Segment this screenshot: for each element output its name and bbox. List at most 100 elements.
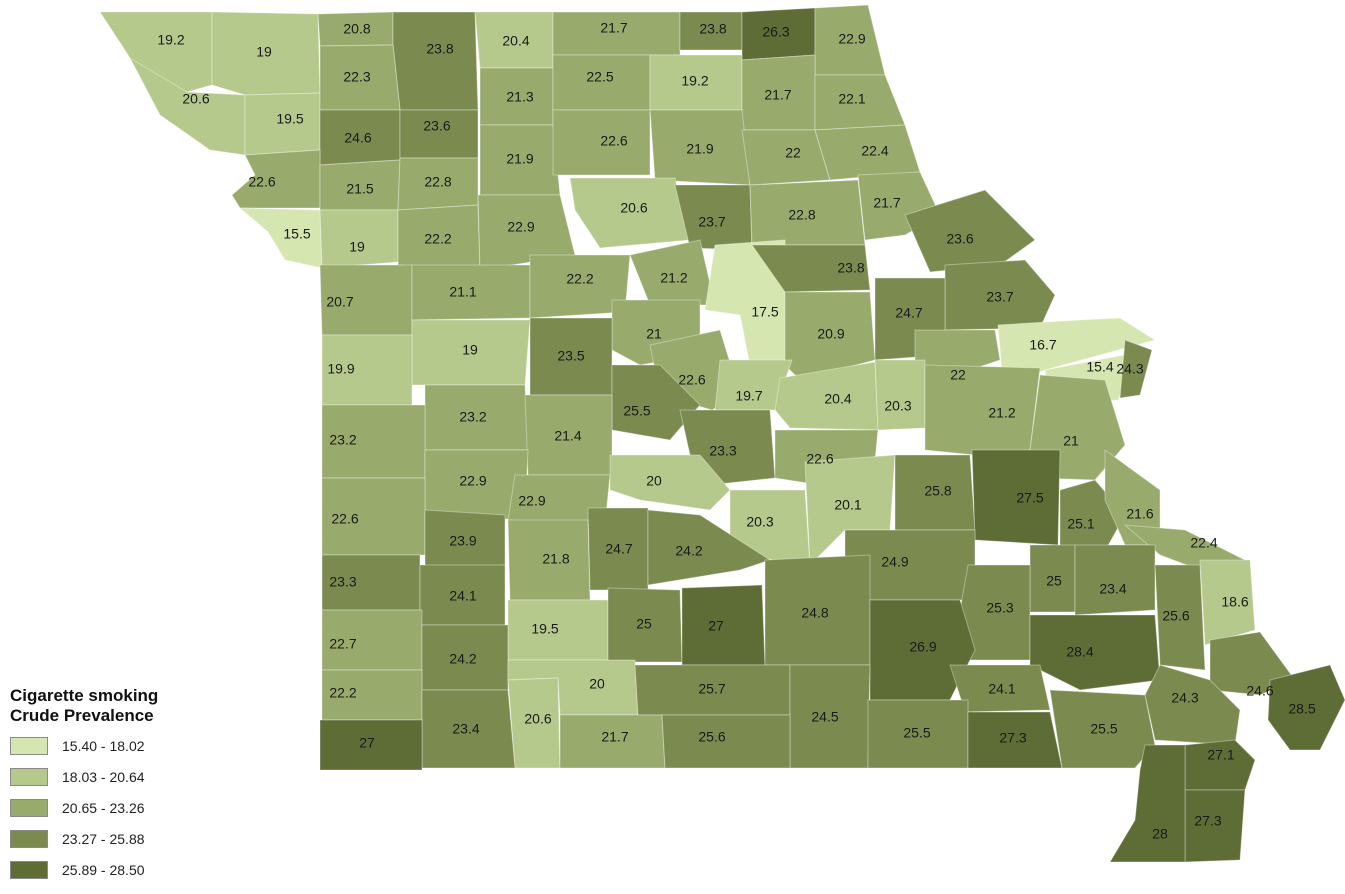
county-value-label: 22.4 — [861, 143, 888, 159]
county-value-label: 22.9 — [838, 31, 865, 47]
county-value-label: 20.4 — [502, 33, 529, 49]
county-shape — [231, 149, 321, 209]
county-value-label: 22.8 — [788, 207, 815, 223]
county-value-label: 25.7 — [698, 681, 725, 697]
county-polygons — [99, 4, 1345, 863]
county-value-label: 22.9 — [507, 219, 534, 235]
legend-title: Cigarette smoking Crude Prevalence — [10, 686, 230, 726]
legend-label-2: 18.03 - 20.64 — [62, 769, 145, 785]
county-value-label: 20.8 — [343, 21, 370, 37]
county-value-label: 22.2 — [329, 685, 356, 701]
county-value-label: 24.6 — [1246, 683, 1273, 699]
legend-title-line1: Cigarette smoking — [10, 686, 159, 705]
county-value-label: 22.6 — [331, 511, 358, 527]
county-value-label: 24.8 — [801, 605, 828, 621]
county-value-label: 22.1 — [838, 91, 865, 107]
county-value-label: 26.9 — [909, 639, 936, 655]
county-value-label: 28 — [1152, 826, 1168, 842]
county-value-label: 22.3 — [343, 69, 370, 85]
legend-title-line2: Crude Prevalence — [10, 706, 154, 725]
county-value-label: 16.7 — [1029, 337, 1056, 353]
county-value-label: 20.6 — [182, 91, 209, 107]
county-value-label: 22 — [950, 367, 966, 383]
county-value-label: 19.7 — [735, 388, 762, 404]
county-value-label: 23.7 — [986, 289, 1013, 305]
county-value-label: 22.6 — [248, 174, 275, 190]
county-value-label: 22.6 — [600, 133, 627, 149]
county-value-label: 25.5 — [1090, 721, 1117, 737]
county-shape — [959, 564, 1031, 661]
county-shape — [1267, 664, 1345, 751]
legend-class-3: 20.65 - 23.26 — [10, 798, 230, 818]
county-value-label: 21.2 — [660, 270, 687, 286]
county-shape — [392, 11, 479, 111]
county-shape — [904, 189, 1036, 273]
county-shape — [1199, 559, 1256, 646]
county-value-label: 21.7 — [873, 195, 900, 211]
county-value-label: 24.2 — [675, 543, 702, 559]
county-value-label: 23.5 — [557, 348, 584, 364]
county-value-label: 27.3 — [1194, 813, 1221, 829]
county-value-label: 22.6 — [806, 451, 833, 467]
county-value-label: 19.9 — [327, 361, 354, 377]
county-value-label: 20.6 — [524, 711, 551, 727]
county-value-label: 22 — [785, 145, 801, 161]
county-value-label: 22.9 — [518, 493, 545, 509]
county-value-label: 15.4 — [1086, 359, 1113, 375]
legend-swatch-3 — [10, 799, 48, 817]
county-value-label: 21.6 — [1126, 506, 1153, 522]
county-shape — [552, 109, 651, 176]
county-value-label: 27.5 — [1016, 490, 1043, 506]
legend-swatch-1 — [10, 737, 48, 755]
county-value-label: 22.5 — [586, 69, 613, 85]
county-shape — [647, 509, 772, 586]
county-value-label: 24.7 — [605, 541, 632, 557]
county-value-label: 23.4 — [452, 721, 479, 737]
county-value-label: 19.2 — [681, 73, 708, 89]
county-value-label: 21 — [646, 326, 662, 342]
county-value-label: 21.2 — [988, 405, 1015, 421]
county-shape — [751, 244, 871, 293]
county-shape — [569, 177, 691, 249]
county-value-label: 23.3 — [329, 574, 356, 590]
county-value-label: 20 — [589, 676, 605, 692]
legend-swatch-2 — [10, 768, 48, 786]
county-value-label: 19 — [349, 239, 365, 255]
county-value-label: 21.7 — [600, 20, 627, 36]
county-shape — [949, 664, 1051, 713]
county-shape — [924, 364, 1041, 456]
county-value-label: 28.5 — [1288, 701, 1315, 717]
county-value-label: 22.7 — [329, 636, 356, 652]
county-value-label: 23.9 — [449, 533, 476, 549]
county-value-label: 27 — [708, 618, 724, 634]
county-value-label: 23.3 — [709, 443, 736, 459]
county-value-label: 19.2 — [157, 32, 184, 48]
county-value-label: 24.9 — [881, 554, 908, 570]
county-value-label: 21.8 — [542, 551, 569, 567]
county-value-label: 25.3 — [986, 600, 1013, 616]
county-value-label: 24.2 — [449, 651, 476, 667]
county-value-label: 21.7 — [601, 729, 628, 745]
legend-label-5: 25.89 - 28.50 — [62, 862, 145, 878]
county-shape — [609, 454, 731, 511]
county-value-label: 22.2 — [424, 231, 451, 247]
legend-class-4: 23.27 - 25.88 — [10, 829, 230, 849]
county-value-label: 22.2 — [566, 271, 593, 287]
county-value-label: 25.5 — [903, 725, 930, 741]
county-value-label: 23.6 — [423, 118, 450, 134]
county-value-label: 21.9 — [686, 141, 713, 157]
county-value-label: 19 — [462, 342, 478, 358]
county-value-label: 20.3 — [746, 514, 773, 530]
county-shape — [874, 359, 926, 431]
county-value-label: 21.4 — [554, 428, 581, 444]
legend-label-4: 23.27 - 25.88 — [62, 831, 145, 847]
county-value-label: 25.5 — [623, 403, 650, 419]
county-value-label: 28.4 — [1066, 644, 1093, 660]
legend-class-5: 25.89 - 28.50 — [10, 860, 230, 880]
legend-label-1: 15.40 - 18.02 — [62, 738, 145, 754]
county-value-label: 19 — [256, 44, 272, 60]
county-shape — [1119, 339, 1153, 399]
county-value-label: 24.1 — [449, 588, 476, 604]
county-value-label: 19.5 — [531, 621, 558, 637]
